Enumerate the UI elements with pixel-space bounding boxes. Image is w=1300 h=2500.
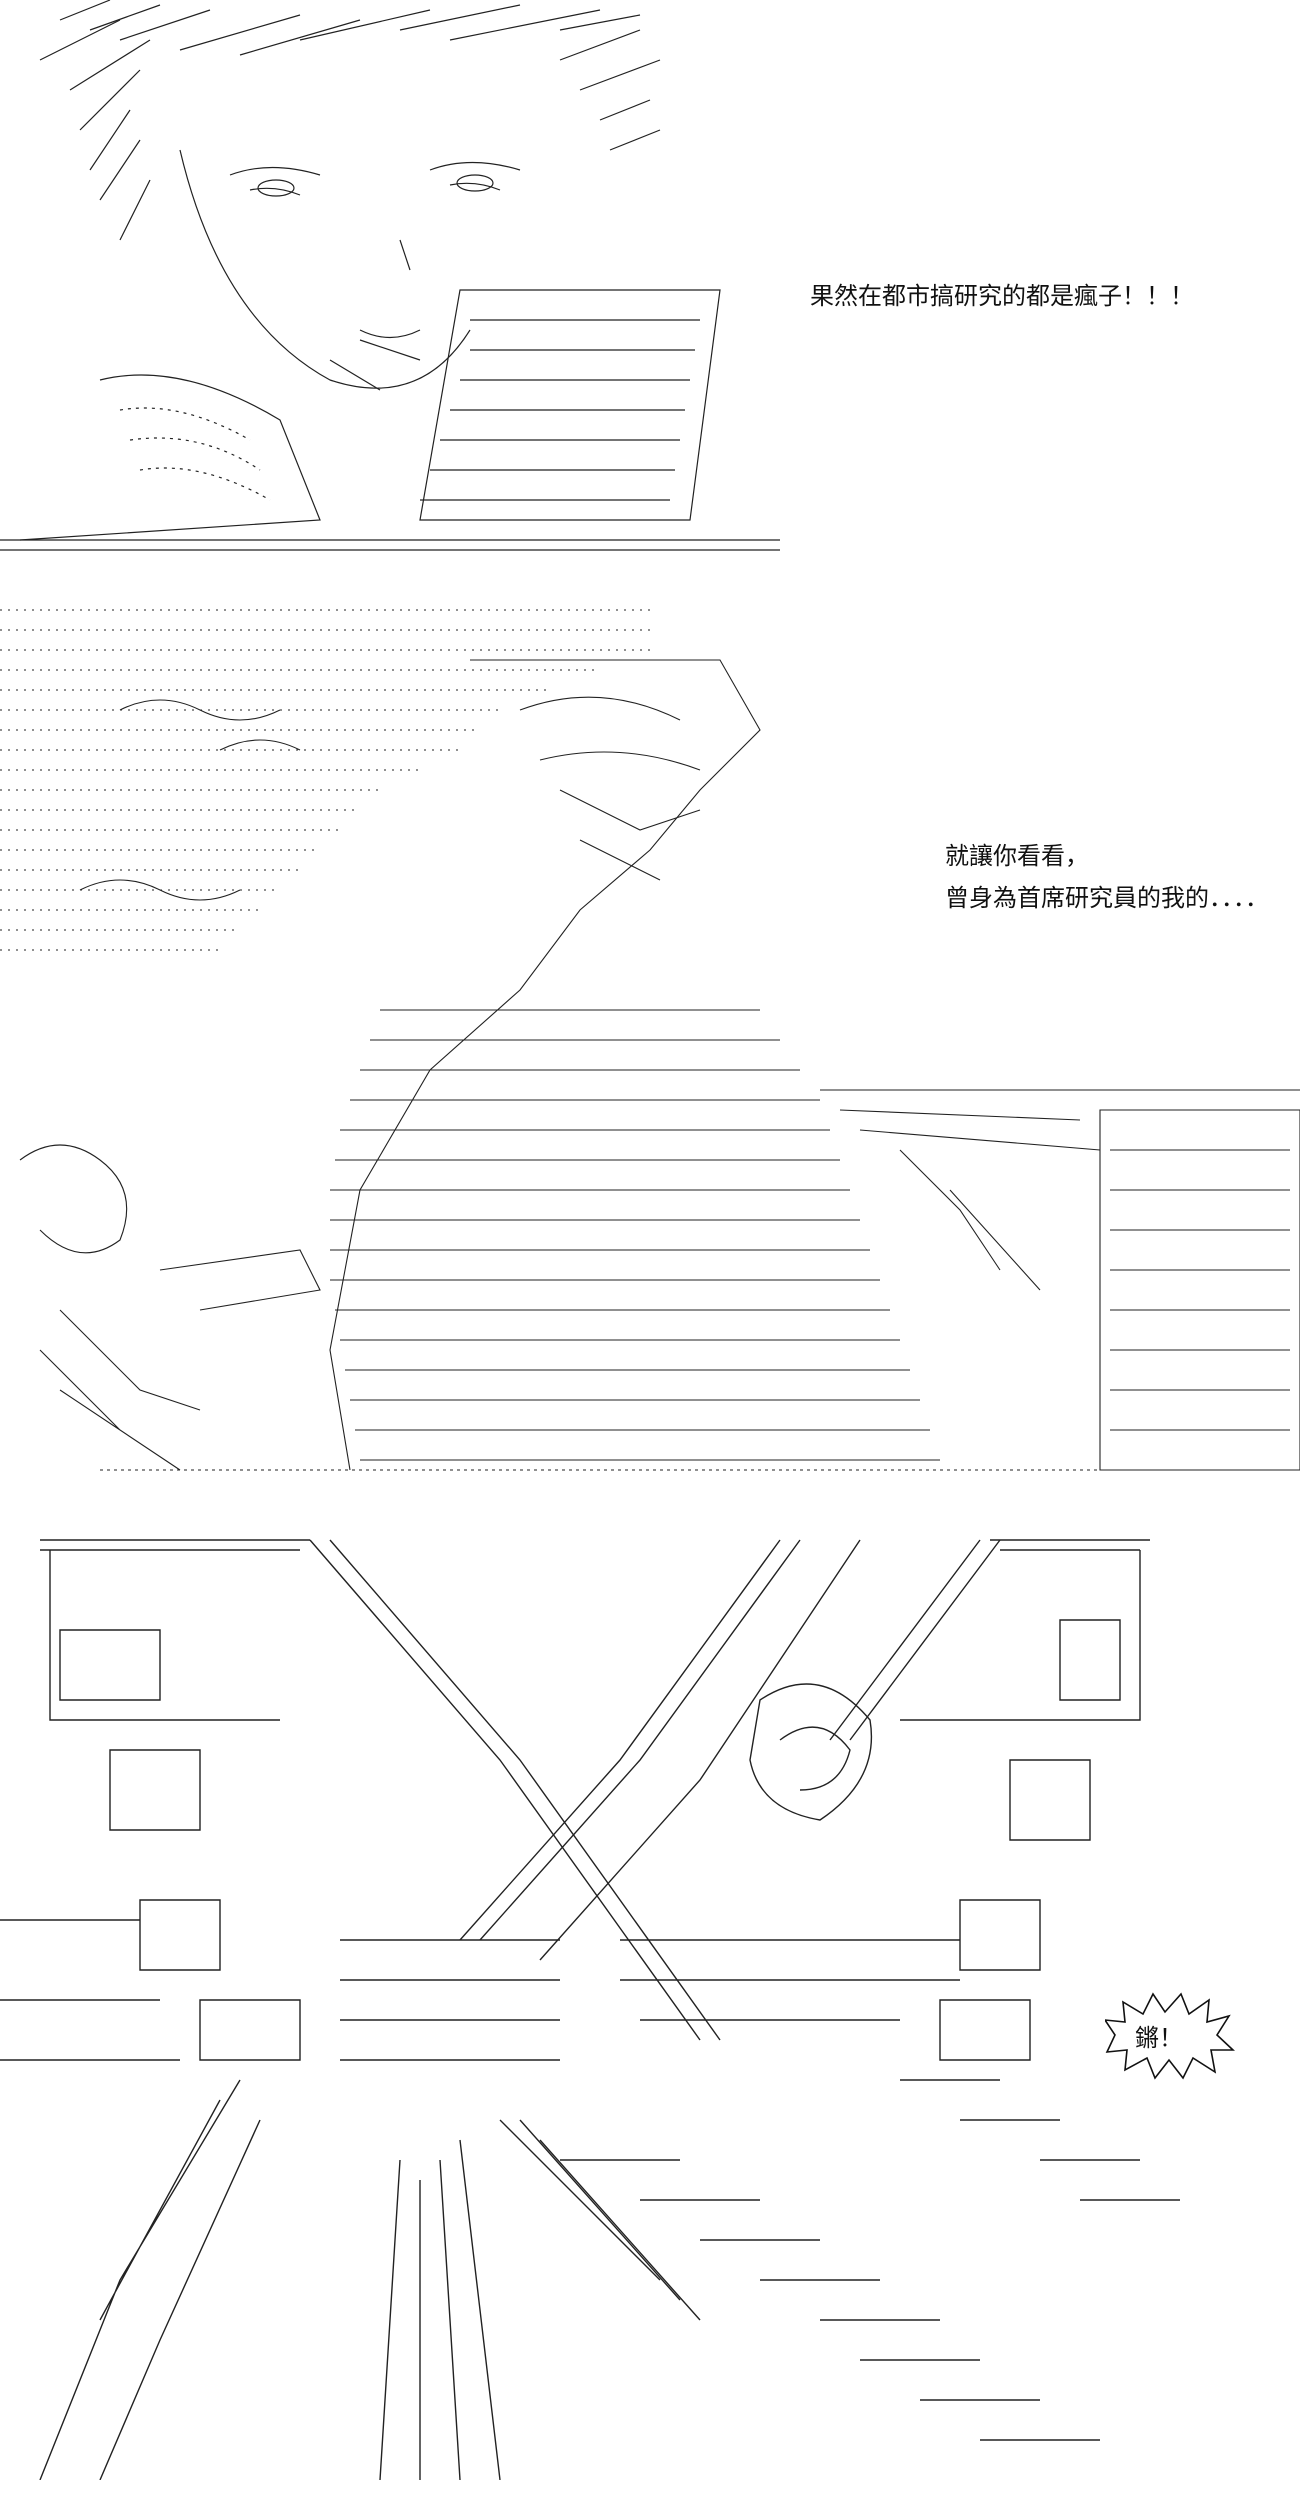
- panel-3-sfx: 鏘！: [1135, 2024, 1183, 2052]
- panel-2-art: [0, 590, 1300, 1490]
- panel-2-caption: 就讓你看看， 曾身為首席研究員的我的．．．．: [945, 840, 1269, 915]
- panel-1-ascii-art-drawing: [0, 0, 780, 551]
- panel-1-caption: 果然在都市搞研究的都是瘋子！！！: [810, 280, 1194, 314]
- panel-2-caption-line-1: 就讓你看看，: [945, 842, 1089, 870]
- panel-2-ascii-art-drawing: [0, 609, 1300, 1471]
- panel-3-art: [0, 1520, 1300, 2480]
- panel-3-ascii-art-drawing: [0, 1539, 1180, 2480]
- panel-1-art: [0, 0, 1300, 560]
- panel-1-caption-line-1: 果然在都市搞研究的都是瘋子！！！: [810, 282, 1194, 310]
- panel-2-caption-line-2: 曾身為首席研究員的我的．．．．: [945, 883, 1269, 912]
- sfx-burst-bubble-icon: [1105, 1992, 1235, 2080]
